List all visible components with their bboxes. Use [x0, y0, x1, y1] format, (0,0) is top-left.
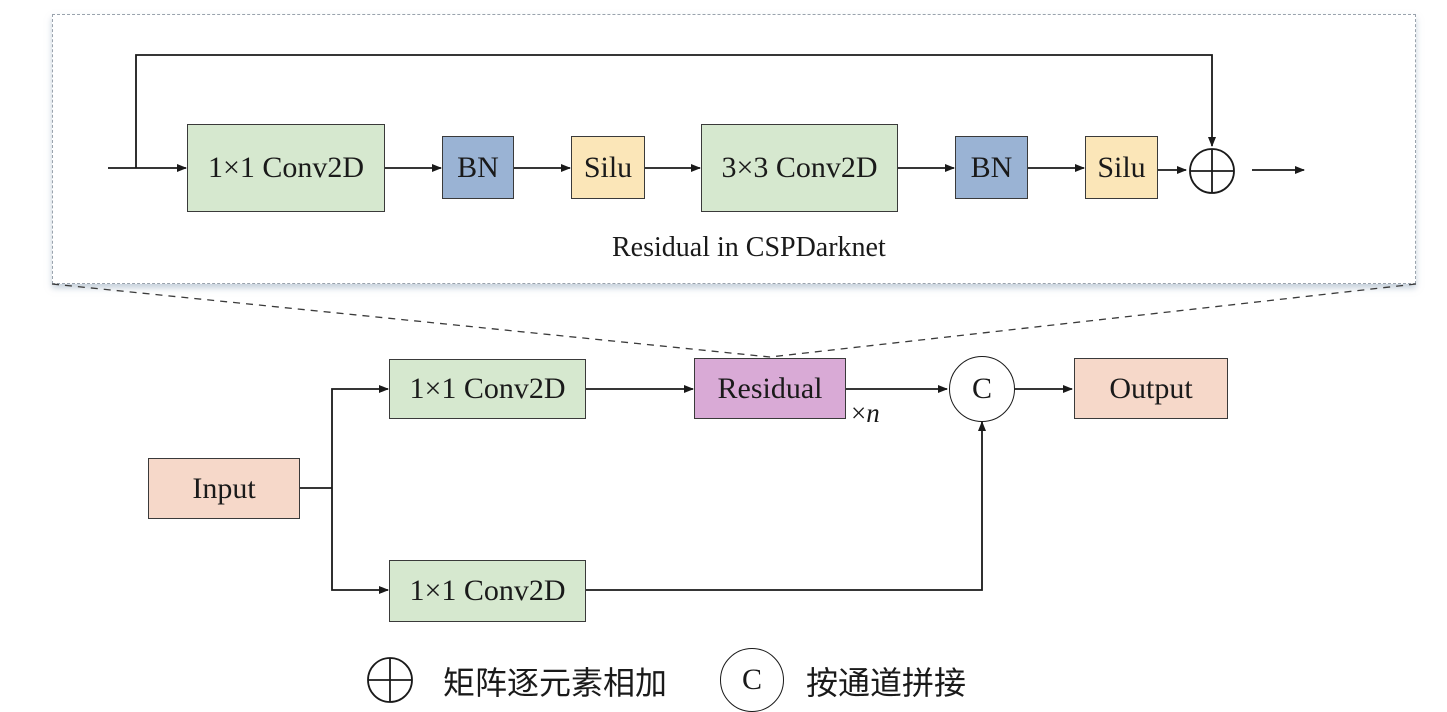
silu-box-2: Silu: [1085, 136, 1158, 199]
concat-icon: C: [949, 356, 1015, 422]
arrow-to-conv-bottom: [331, 488, 389, 594]
legend-add-label: 矩阵逐元素相加: [443, 664, 668, 702]
conv1x1-box: 1×1 Conv2D: [187, 124, 385, 212]
legend-concat-label: 按通道拼接: [806, 664, 967, 702]
legend-add-icon: [366, 656, 414, 704]
skip-connection: [135, 54, 1216, 168]
repeat-prefix: ×: [851, 398, 867, 428]
conv1x1-bottom-box: 1×1 Conv2D: [389, 560, 586, 622]
residual-box: Residual: [694, 358, 846, 419]
conv3x3-box: 3×3 Conv2D: [701, 124, 898, 212]
repeat-count-label: ×n: [851, 398, 880, 429]
legend-concat-icon: C: [720, 648, 784, 712]
conv1x1-top-box: 1×1 Conv2D: [389, 359, 586, 419]
repeat-variable: n: [866, 398, 880, 428]
projection-left: [51, 283, 771, 358]
output-box: Output: [1074, 358, 1228, 419]
bn-box-2: BN: [955, 136, 1028, 199]
arrow-to-conv-top: [331, 385, 389, 488]
projection-right: [769, 283, 1417, 358]
input-box: Input: [148, 458, 300, 519]
arrow-conv-bottom-to-concat: [586, 421, 986, 591]
bn-box-1: BN: [442, 136, 514, 199]
residual-caption: Residual in CSPDarknet: [612, 232, 886, 263]
elementwise-add-icon: [1188, 147, 1236, 195]
silu-box-1: Silu: [571, 136, 645, 199]
